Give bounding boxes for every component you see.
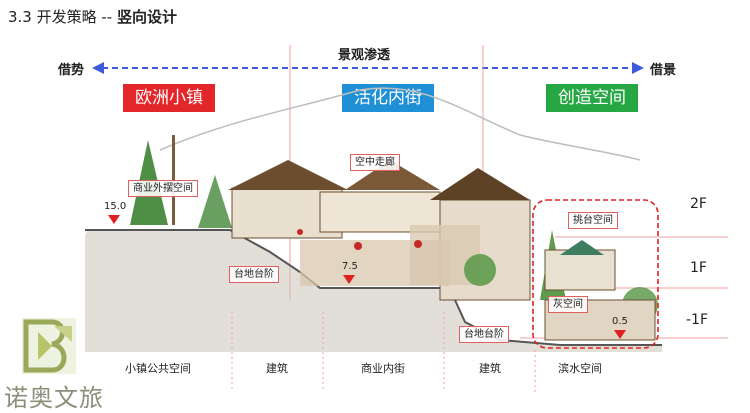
- floor-label-2f: 2F: [690, 196, 707, 212]
- zone-waterfront: 滨水空间: [558, 362, 602, 375]
- floor-label-b1: -1F: [686, 312, 709, 328]
- brand-logo-icon: [22, 318, 76, 374]
- brand-name: 诺奥文旅: [4, 384, 104, 412]
- flow-right-label: 借景: [650, 63, 677, 78]
- title-prefix: 3.3 开发策略 --: [8, 8, 117, 26]
- tag-platform-steps-1: 台地台阶: [229, 266, 279, 283]
- floor-label-1f: 1F: [690, 260, 707, 276]
- band-create-space: 创造空间: [546, 84, 638, 112]
- band-european-town: 欧洲小镇: [123, 84, 215, 112]
- flow-arrow: [92, 62, 644, 74]
- tag-terrace-space: 挑台空间: [568, 212, 618, 229]
- tag-platform-steps-2: 台地台阶: [459, 326, 509, 343]
- tag-commercial-plaza: 商业外摆空间: [128, 180, 198, 197]
- zone-building-2: 建筑: [479, 362, 501, 375]
- elevation-label-2: 7.5: [342, 261, 358, 272]
- zone-town-public: 小镇公共空间: [125, 362, 191, 375]
- zone-commercial-street: 商业内街: [361, 362, 405, 375]
- elevation-label-3: 0.5: [612, 316, 628, 327]
- flow-left-label: 借势: [58, 63, 85, 78]
- flow-center-label: 景观渗透: [338, 48, 391, 63]
- elevation-marker-3: [614, 330, 626, 339]
- tag-sky-corridor: 空中走廊: [350, 154, 400, 171]
- page-title: 3.3 开发策略 -- 竖向设计: [8, 6, 177, 27]
- elevation-label-1: 15.0: [104, 201, 127, 212]
- elevation-marker-1: [108, 215, 120, 224]
- waterfront-highlight-box: [532, 199, 659, 349]
- elevation-marker-2: [343, 275, 355, 284]
- tag-grey-space: 灰空间: [548, 296, 588, 313]
- title-emphasis: 竖向设计: [117, 8, 178, 26]
- zone-building-1: 建筑: [266, 362, 288, 375]
